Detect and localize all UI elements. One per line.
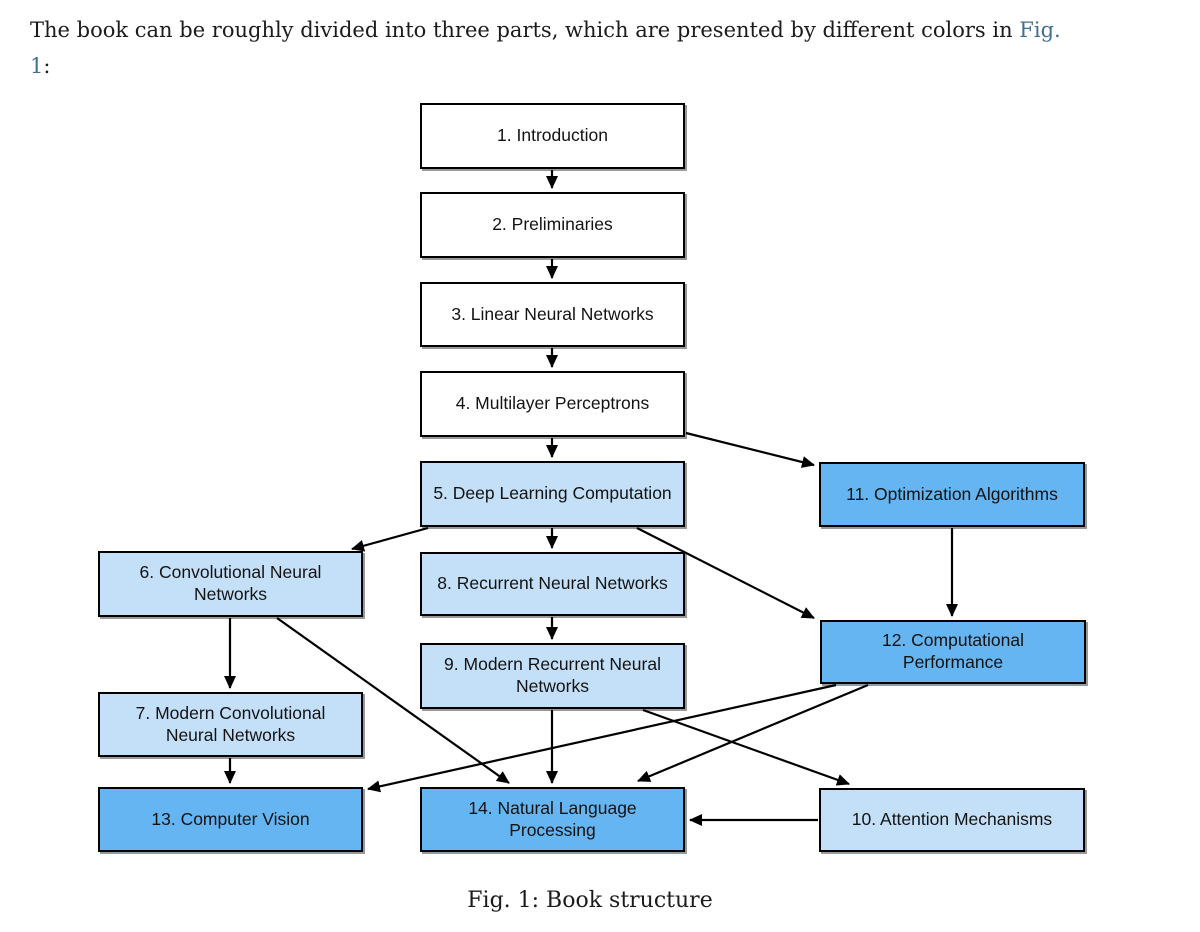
node-optimization-algorithms: 11. Optimization Algorithms bbox=[819, 462, 1085, 527]
node-deep-learning-computation: 5. Deep Learning Computation bbox=[420, 461, 685, 527]
node-computer-vision: 13. Computer Vision bbox=[98, 787, 363, 852]
node-linear-neural-networks: 3. Linear Neural Networks bbox=[420, 282, 685, 347]
node-natural-language-processing: 14. Natural Language Processing bbox=[420, 787, 685, 852]
node-modern-recurrent-nn: 9. Modern Recurrent Neural Networks bbox=[420, 643, 685, 709]
intro-colon: : bbox=[43, 54, 51, 78]
fig1-link-part2[interactable]: 1 bbox=[30, 54, 44, 78]
intro-text: The book can be roughly divided into thr… bbox=[30, 18, 1013, 42]
edge-4-to-11 bbox=[685, 431, 815, 468]
node-preliminaries: 2. Preliminaries bbox=[420, 192, 685, 258]
node-recurrent-neural-networks: 8. Recurrent Neural Networks bbox=[420, 552, 685, 616]
intro-paragraph: The book can be roughly divided into thr… bbox=[30, 12, 1061, 84]
edge-9-to-10 bbox=[642, 708, 850, 786]
intro-line-2: 1: bbox=[30, 48, 1061, 84]
edge-5-to-6 bbox=[351, 526, 429, 552]
node-convolutional-neural-networks: 6. Convolutional Neural Networks bbox=[98, 551, 363, 617]
node-introduction: 1. Introduction bbox=[420, 103, 685, 169]
node-multilayer-perceptrons: 4. Multilayer Perceptrons bbox=[420, 371, 685, 437]
node-attention-mechanisms: 10. Attention Mechanisms bbox=[819, 788, 1085, 852]
intro-line-1: The book can be roughly divided into thr… bbox=[30, 12, 1061, 48]
node-computational-performance: 12. Computational Performance bbox=[820, 620, 1086, 684]
figure-caption: Fig. 1: Book structure bbox=[467, 888, 713, 913]
node-modern-convolutional-nn: 7. Modern Convolutional Neural Networks bbox=[98, 692, 363, 757]
fig1-link-part1[interactable]: Fig. bbox=[1019, 18, 1061, 42]
